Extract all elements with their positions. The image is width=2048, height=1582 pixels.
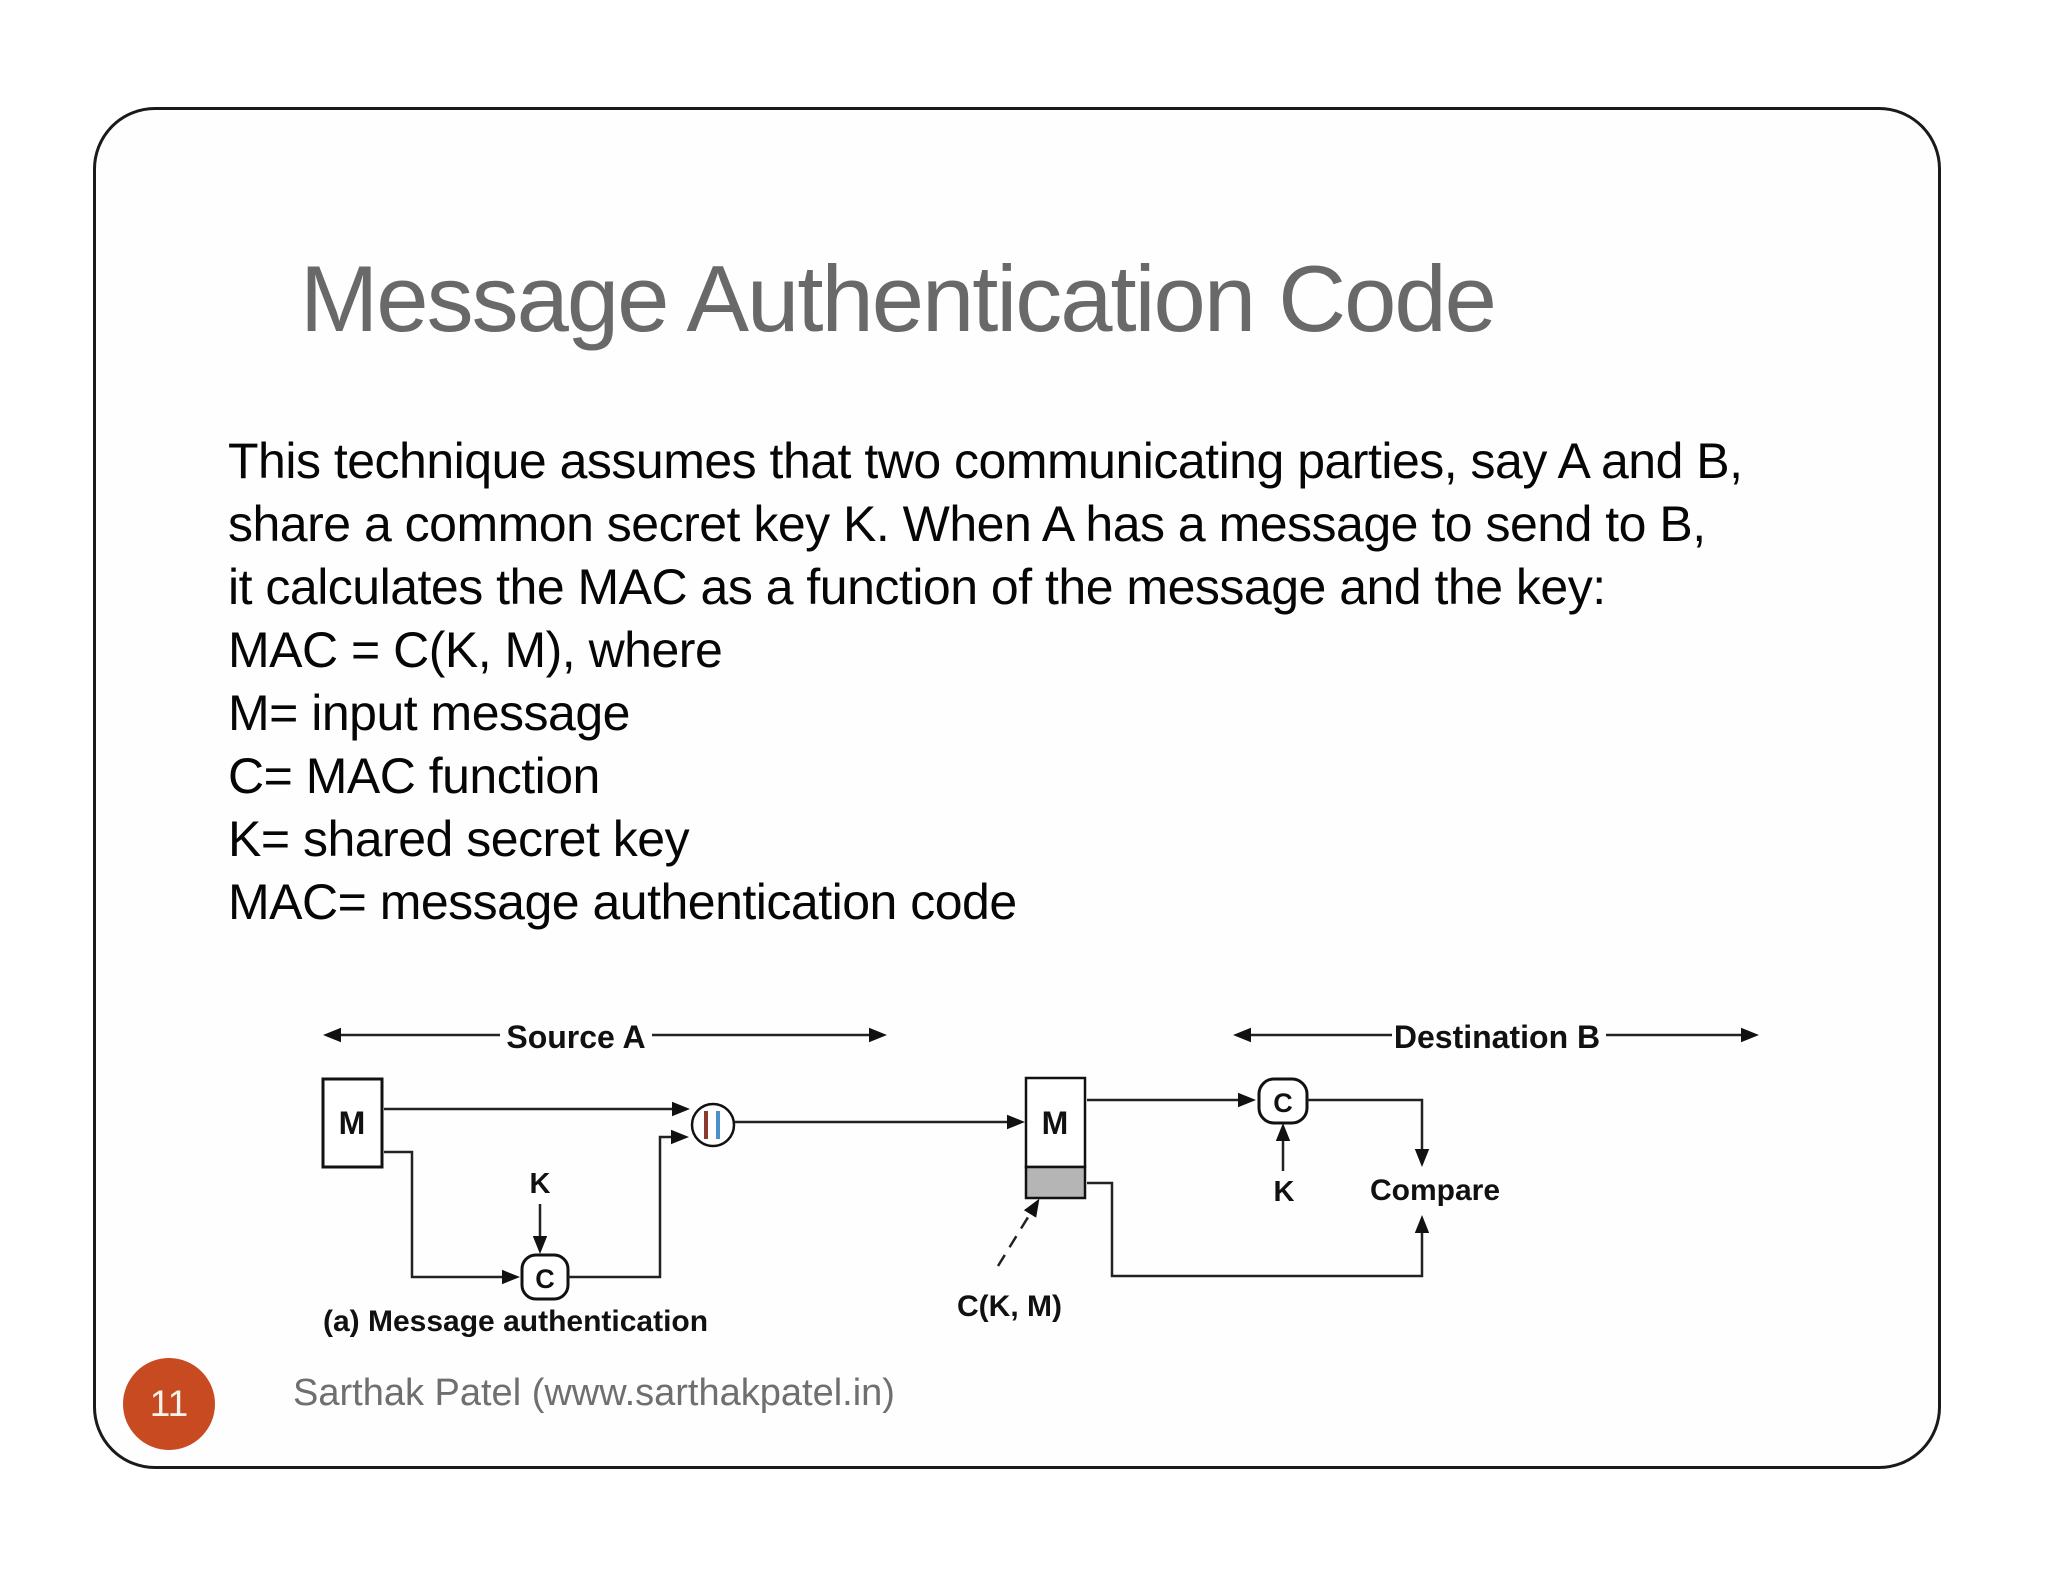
source-message-box [321, 1077, 384, 1169]
destination-message-label: M [1042, 1105, 1069, 1141]
concat-bar-left [704, 1111, 708, 1139]
compare-label: Compare [1370, 1174, 1500, 1207]
mac-value-label: C(K, M) [957, 1290, 1062, 1323]
slide-border [93, 107, 1941, 1469]
source-key-label: K [530, 1168, 551, 1200]
destination-b-label: Destination B [1394, 1019, 1600, 1055]
footer-credit: Sarthak Patel (www.sarthakpatel.in) [293, 1372, 895, 1414]
concat-bar-right [716, 1111, 720, 1139]
computed-mac-to-compare-line [1307, 1098, 1430, 1167]
destination-mac-segment [1024, 1165, 1087, 1200]
body-line: K= shared secret key [228, 811, 690, 867]
page-number: 11 [149, 1383, 189, 1424]
body-line: MAC = C(K, M), where [228, 622, 723, 678]
source-a-label: Source A [506, 1019, 645, 1055]
mac-value-pointer [996, 1198, 1040, 1267]
mac-to-concat-line [568, 1129, 689, 1279]
body-line: MAC= message authentication code [228, 874, 1017, 930]
body-line: share a common secret key K. When A has … [228, 496, 1706, 552]
body-line: This technique assumes that two communic… [228, 433, 1743, 489]
slide-title: Message Authentication Code [300, 246, 1497, 351]
concat-circle [690, 1102, 736, 1148]
page-number-badge: 11 [123, 1358, 215, 1450]
slide-body: This technique assumes that two communic… [228, 430, 1743, 934]
destination-key-label: K [1274, 1176, 1295, 1208]
message-to-macfunction-line [384, 1150, 520, 1285]
diagram-caption: (a) Message authentication [323, 1305, 708, 1338]
body-line: M= input message [228, 685, 630, 741]
received-mac-to-compare-line [1087, 1181, 1430, 1278]
body-line: C= MAC function [228, 748, 600, 804]
source-message-label: M [339, 1105, 366, 1141]
body-line: it calculates the MAC as a function of t… [228, 559, 1606, 615]
destination-mac-function-label: C [1273, 1088, 1293, 1118]
source-mac-function-label: C [535, 1264, 555, 1294]
destination-message-box [1024, 1076, 1087, 1169]
